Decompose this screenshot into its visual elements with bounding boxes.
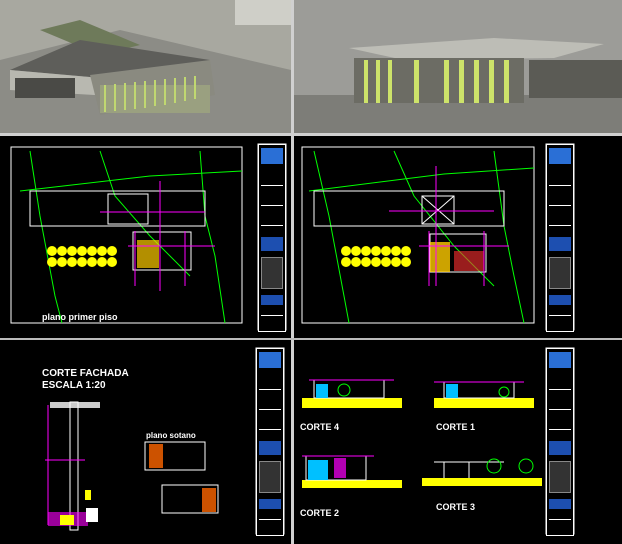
grid-divider-horizontal-2 <box>0 338 622 340</box>
grid-divider-horizontal <box>0 133 622 136</box>
facade-drawing <box>45 347 285 535</box>
sheet-plan-2 <box>294 136 584 338</box>
render-perspective-view <box>294 0 622 133</box>
titleblock-2 <box>546 144 574 332</box>
section-2-label: CORTE 2 <box>300 508 340 518</box>
sheet-sections: CORTE 4 CORTE 1 CORTE 2 CORTE 3 <box>294 340 584 544</box>
sheet-first-floor-plan: plano primer piso <box>0 136 291 338</box>
titleblock-1 <box>258 144 286 332</box>
facade-title: CORTE FACHADA <box>42 368 129 379</box>
sheet-facade-section: CORTE FACHADA ESCALA 1:20 plano sotano <box>0 340 291 544</box>
titleblock-4 <box>546 348 574 536</box>
section-3-label: CORTE 3 <box>436 502 476 512</box>
sections-drawing <box>302 347 575 535</box>
render-perspective-drawing <box>294 0 622 133</box>
titleblock-3 <box>256 348 284 536</box>
render-aerial-drawing <box>0 0 291 133</box>
section-1-label: CORTE 1 <box>436 422 476 432</box>
plan-drawing <box>10 143 287 331</box>
grid-divider-vertical <box>291 0 294 544</box>
facade-scale: ESCALA 1:20 <box>42 380 106 391</box>
render-aerial-view <box>0 0 291 133</box>
section-4-label: CORTE 4 <box>300 422 340 432</box>
basement-plan-label: plano sotano <box>146 431 196 440</box>
plan-2-drawing <box>301 143 575 331</box>
plan-first-floor-label: plano primer piso <box>42 312 118 322</box>
